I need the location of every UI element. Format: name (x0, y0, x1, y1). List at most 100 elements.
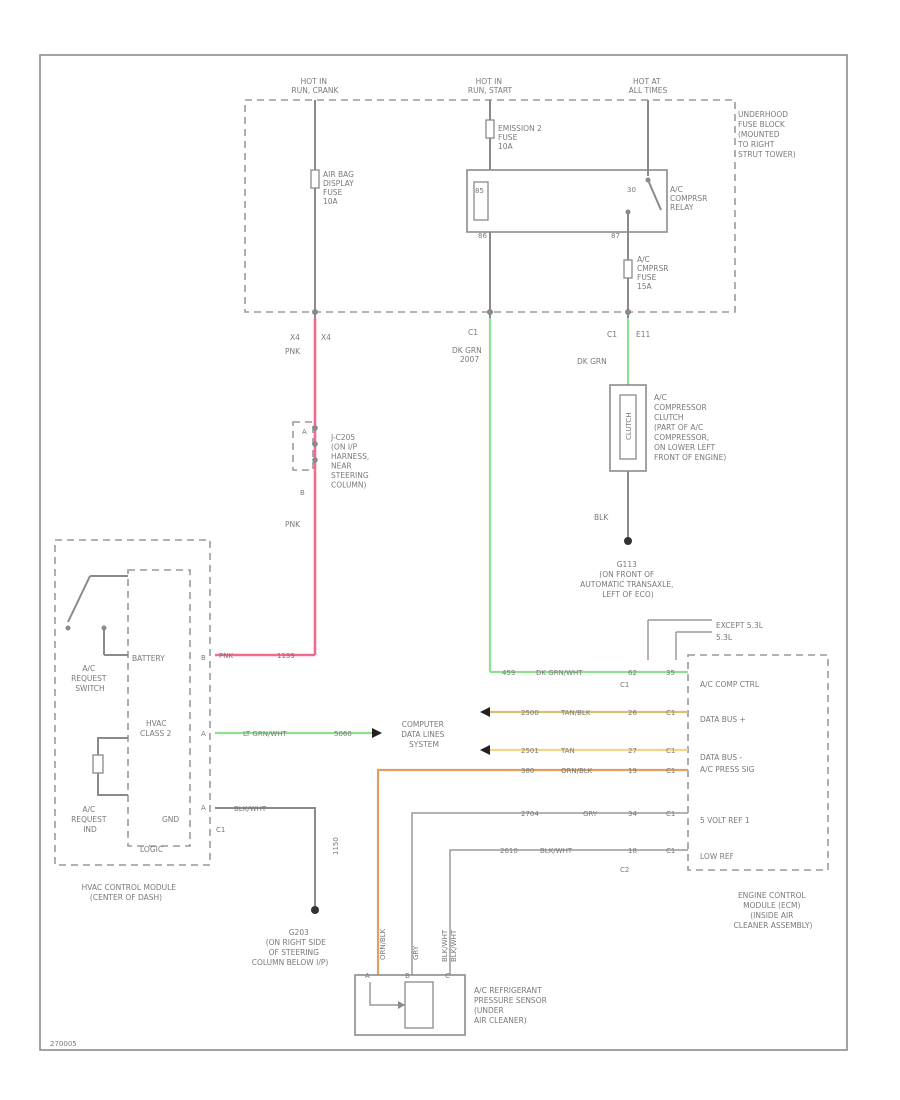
svg-text:A: A (201, 804, 206, 812)
svg-text:GRY: GRY (583, 810, 598, 818)
svg-text:LT GRN/WHT: LT GRN/WHT (243, 730, 288, 738)
svg-text:C2: C2 (620, 866, 629, 874)
svg-text:X4: X4 (290, 333, 300, 342)
svg-text:87: 87 (611, 232, 620, 240)
svg-text:C1: C1 (468, 328, 478, 337)
svg-text:2610: 2610 (500, 847, 518, 855)
svg-text:E11: E11 (636, 330, 651, 339)
svg-text:DK GRN 2007: DK GRN 2007 (452, 346, 484, 364)
svg-text:5.3L: 5.3L (716, 633, 733, 642)
svg-text:HVAC CLASS 2: HVAC CLASS 2 (140, 719, 172, 738)
svg-text:ORN/BLK: ORN/BLK (561, 767, 593, 775)
ground-icon (311, 906, 319, 914)
hvac-control-module: BATTERY HVAC CLASS 2 GND LOGIC A/C REQUE… (54, 539, 225, 866)
svg-text:C: C (445, 972, 450, 980)
svg-text:5060: 5060 (334, 730, 352, 738)
svg-text:BLK/WHT: BLK/WHT (450, 929, 458, 962)
arrow-left-icon (480, 745, 490, 755)
pink-power-circuit: PNK PNK A B J-C205 (ON I/P HARNESS, NEAR… (215, 318, 372, 657)
svg-text:BLK/WHT: BLK/WHT (441, 929, 449, 962)
svg-text:1150: 1150 (332, 837, 340, 855)
svg-text:TAN/BLK: TAN/BLK (560, 709, 591, 717)
airbag-display-fuse-label: AIR BAG DISPLAY FUSE 10A (323, 170, 356, 206)
svg-text:A: A (201, 730, 206, 738)
svg-text:CLUTCH: CLUTCH (625, 412, 633, 440)
fuse-icon (623, 259, 633, 279)
hvac-wires: PNK 1139 LT GRN/WHT 5060 BLK/WHT 1150 (215, 652, 382, 914)
hot-label-all-times: HOT AT ALL TIMES (629, 77, 668, 95)
svg-text:459: 459 (502, 669, 515, 677)
svg-text:PNK: PNK (285, 520, 301, 529)
dk-grn-circuit: DK GRN 2007 (452, 318, 688, 674)
arrow-right-icon (372, 728, 382, 738)
svg-text:ORN/BLK: ORN/BLK (379, 928, 387, 960)
svg-text:62: 62 (628, 669, 637, 677)
svg-text:C1: C1 (216, 826, 225, 834)
comprsr-fuse-label: A/C CMPRSR FUSE 15A (637, 255, 671, 291)
computer-data-lines-label: COMPUTER DATA LINES SYSTEM (401, 720, 447, 749)
fuse-icon (310, 169, 320, 189)
svg-text:DATA BUS +: DATA BUS + (700, 715, 746, 724)
led-indicator-icon (92, 737, 128, 796)
svg-text:B: B (201, 654, 206, 662)
svg-text:C1: C1 (607, 330, 617, 339)
svg-text:C1: C1 (666, 847, 675, 855)
svg-text:A/C COMP CTRL: A/C COMP CTRL (700, 680, 760, 689)
svg-text:2500: 2500 (521, 709, 539, 717)
ac-request-switch[interactable] (65, 575, 129, 656)
ecm-title: ENGINE CONTROL MODULE (ECM) (INSIDE AIR … (734, 891, 813, 930)
svg-text:C1: C1 (666, 747, 675, 755)
svg-text:BLK/WHT: BLK/WHT (234, 805, 267, 813)
emission-fuse-label: EMISSION 2 FUSE 10A (498, 124, 544, 151)
diagram-border (39, 54, 848, 1051)
figure-code: 270005 (50, 1040, 77, 1048)
svg-text:PNK: PNK (219, 652, 233, 660)
svg-text:85: 85 (475, 187, 484, 195)
svg-text:34: 34 (628, 810, 637, 818)
svg-text:380: 380 (521, 767, 534, 775)
svg-text:GRY: GRY (412, 945, 420, 960)
svg-text:B: B (405, 972, 410, 980)
svg-text:TAN: TAN (560, 747, 575, 755)
hot-label-run-crank: HOT IN RUN, CRANK (292, 77, 340, 95)
svg-text:27: 27 (628, 747, 637, 755)
ac-request-ind-label: A/C REQUEST IND (71, 805, 109, 834)
ac-request-switch-label: A/C REQUEST SWITCH (71, 664, 109, 693)
svg-text:1139: 1139 (277, 652, 295, 660)
ground-icon (624, 537, 632, 545)
svg-text:X4: X4 (321, 333, 331, 342)
svg-text:BLK: BLK (594, 513, 609, 522)
svg-text:EXCEPT 5.3L: EXCEPT 5.3L (716, 621, 764, 630)
svg-text:GND: GND (162, 815, 179, 824)
svg-text:C1: C1 (620, 681, 629, 689)
splice-pack (292, 421, 314, 471)
ground-g203-label: G203 (ON RIGHT SIDE OF STEERING COLUMN B… (252, 928, 329, 967)
svg-text:35: 35 (666, 669, 675, 677)
svg-text:DK GRN/WHT: DK GRN/WHT (536, 669, 583, 677)
hvac-title: HVAC CONTROL MODULE (CENTER OF DASH) (82, 883, 179, 902)
svg-text:C1: C1 (666, 810, 675, 818)
relay-label: A/C COMPRSR RELAY (670, 185, 710, 212)
svg-text:LOGIC: LOGIC (140, 845, 163, 854)
fuse-block-title: UNDERHOOD FUSE BLOCK (MOUNTED TO RIGHT S… (737, 110, 796, 159)
hot-label-run-start: HOT IN RUN, START (468, 77, 513, 95)
svg-text:86: 86 (478, 232, 487, 240)
splice-label: J-C205 (ON I/P HARNESS, NEAR STEERING CO… (330, 433, 372, 490)
ecm-wire-labels: 459 DK GRN/WHT 62 35 2500 TAN/BLK 26 C1 … (376, 669, 688, 975)
svg-text:C1: C1 (666, 709, 675, 717)
svg-text:LOW REF: LOW REF (700, 852, 734, 861)
svg-text:5 VOLT REF 1: 5 VOLT REF 1 (700, 816, 750, 825)
variant-markers: EXCEPT 5.3L 5.3L (647, 619, 764, 660)
ac-compressor-relay (466, 169, 668, 233)
svg-text:A: A (302, 428, 307, 436)
ac-compressor-clutch: DK GRN CLUTCH BLK A/C COMPRESSOR CLUTCH … (577, 318, 726, 545)
svg-text:BLK/WHT: BLK/WHT (540, 847, 573, 855)
svg-text:B: B (300, 489, 305, 497)
relay-coil-icon (473, 181, 489, 221)
svg-text:2501: 2501 (521, 747, 539, 755)
svg-text:19: 19 (628, 767, 637, 775)
ac-refrigerant-pressure-sensor: A B C ORN/BLK GRY BLK/WHT BLK/WHT (354, 928, 466, 1036)
svg-text:PNK: PNK (285, 347, 301, 356)
arrow-left-icon (480, 707, 490, 717)
pressure-sensor-label: A/C REFRIGERANT PRESSURE SENSOR (UNDER A… (474, 986, 549, 1025)
